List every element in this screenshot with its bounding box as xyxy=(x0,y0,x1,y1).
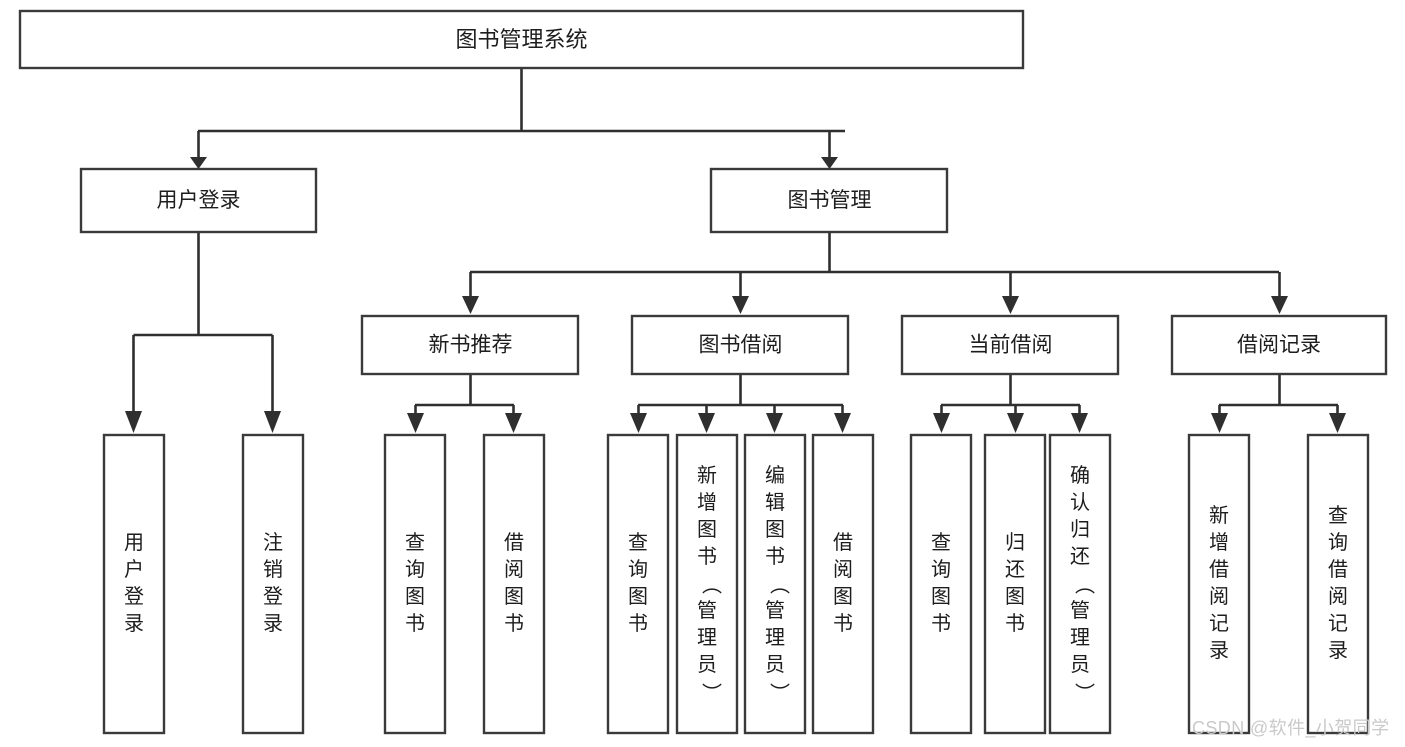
node-new-book-recommendation[interactable]: 新书推荐 xyxy=(360,314,580,376)
arrow-head-borrow-record xyxy=(1271,296,1288,314)
arrow-head-leaf-query-book-1 xyxy=(407,413,424,433)
arrow-head-user-login xyxy=(190,157,207,169)
leaf-box-borrow-book-rec[interactable] xyxy=(482,433,546,735)
node-book-borrow-label: 图书借阅 xyxy=(699,334,783,357)
arrow-head-leaf-query-book-3 xyxy=(933,413,950,433)
leaf-box-layer xyxy=(102,433,1370,735)
node-new-book-recommendation-label: 新书推荐 xyxy=(429,334,513,357)
arrow-head-leaf-return-book xyxy=(1007,413,1024,433)
leaf-box-confirm-return[interactable] xyxy=(1048,433,1112,735)
arrow-head-leaf-user-login xyxy=(125,411,142,433)
leaf-box-add-book[interactable] xyxy=(675,433,739,735)
arrow-head-leaf-borrow-book-2 xyxy=(834,413,851,433)
arrow-head-leaf-confirm-return xyxy=(1071,413,1088,433)
node-current-borrow-box xyxy=(900,314,1120,376)
leaf-box-return-book[interactable] xyxy=(983,433,1047,735)
arrow-head-leaf-logout-login xyxy=(264,411,281,433)
node-root-label: 图书管理系统 xyxy=(455,27,587,52)
leaf-box-query-record[interactable] xyxy=(1306,433,1370,735)
node-book-management[interactable]: 图书管理 xyxy=(709,167,949,234)
node-book-management-box xyxy=(709,167,949,234)
leaf-box-query-book-borrow[interactable] xyxy=(606,433,670,735)
arrow-head-leaf-query-record xyxy=(1329,413,1346,433)
leaf-box-user-login[interactable] xyxy=(102,433,166,735)
node-borrow-record-label: 借阅记录 xyxy=(1237,334,1321,357)
arrow-head-book-mgmt xyxy=(821,157,838,169)
leaf-box-add-record[interactable] xyxy=(1187,433,1251,735)
node-new-book-recommendation-box xyxy=(360,314,580,376)
node-borrow-record-box xyxy=(1170,314,1388,376)
node-current-borrow-label: 当前借阅 xyxy=(969,334,1053,357)
arrow-head-current-borrow xyxy=(1002,296,1019,314)
node-user-login-label: 用户登录 xyxy=(157,189,241,212)
node-book-management-label: 图书管理 xyxy=(788,189,872,212)
node-root-box xyxy=(18,9,1025,70)
arrow-head-leaf-borrow-book-1 xyxy=(505,413,522,433)
leaf-box-logout-login[interactable] xyxy=(241,433,305,735)
node-book-borrow-box xyxy=(630,314,850,376)
node-user-login[interactable]: 用户登录 xyxy=(79,167,318,234)
arrow-head-leaf-query-book-2 xyxy=(630,413,647,433)
leaf-box-edit-book[interactable] xyxy=(743,433,807,735)
node-current-borrow[interactable]: 当前借阅 xyxy=(900,314,1120,376)
arrow-head-leaf-add-record xyxy=(1211,413,1228,433)
arrow-head-leaf-edit-book xyxy=(766,413,783,433)
watermark-text: CSDN @软件_小贺同学 xyxy=(1192,718,1390,738)
arrow-head-new-book-rec xyxy=(462,296,479,314)
node-borrow-record[interactable]: 借阅记录 xyxy=(1170,314,1388,376)
node-root-book-management-system[interactable]: 图书管理系统 xyxy=(18,9,1025,70)
arrow-head-book-borrow xyxy=(732,296,749,314)
leaf-box-borrow-book[interactable] xyxy=(811,433,875,735)
node-user-login-box xyxy=(79,167,318,234)
arrow-head-leaf-add-book xyxy=(698,413,715,433)
leaf-box-query-book-rec[interactable] xyxy=(383,433,447,735)
node-book-borrow[interactable]: 图书借阅 xyxy=(630,314,850,376)
leaf-box-query-book-cur[interactable] xyxy=(909,433,973,735)
connector-layer xyxy=(125,68,1346,433)
